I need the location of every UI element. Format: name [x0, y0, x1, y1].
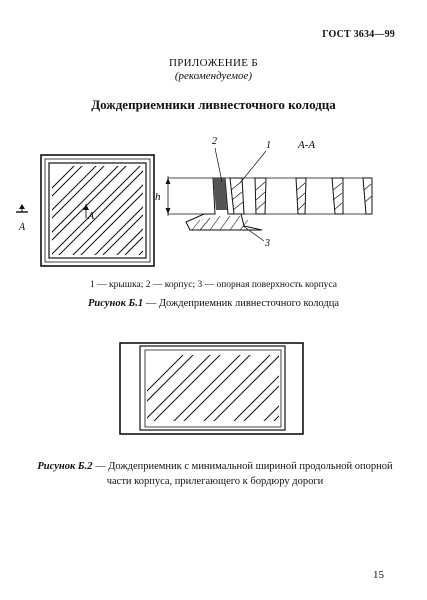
section-heading: Дождеприемники ливнесточного колодца	[91, 97, 336, 112]
grate-slots-2	[147, 355, 279, 421]
standard-number: ГОСТ 3634—99	[322, 29, 395, 40]
section-label: А-А	[297, 139, 315, 151]
appendix-status: (рекомендуемое)	[174, 70, 253, 82]
grate-plan-view-2	[119, 342, 304, 435]
figure1-caption-text: — Дождеприемник ливнесточного колодца	[143, 298, 339, 309]
housing-hatch	[191, 215, 249, 231]
cut-marker-inner: А	[87, 211, 95, 222]
figure1-caption: Рисунок Б.1 — Дождеприемник ливнесточног…	[0, 298, 427, 309]
section-view: А-А h	[155, 136, 373, 249]
cover-bars	[229, 177, 373, 215]
cut-marker-outer: А	[18, 222, 26, 233]
figure2-caption: Рисунок Б.2 — Дождеприемник с минимально…	[30, 459, 400, 489]
figure2-caption-label: Рисунок Б.2	[37, 461, 93, 472]
figure2-caption-text: — Дождеприемник с минимальной шириной пр…	[92, 461, 393, 487]
callout-1: 1	[266, 140, 271, 151]
appendix-title: ПРИЛОЖЕНИЕ Б	[169, 57, 258, 69]
cover-hatch	[230, 181, 373, 211]
grate-slots	[52, 166, 143, 255]
figure1-legend: 1 — крышка; 2 — корпус; 3 — опорная пове…	[90, 280, 337, 290]
callout-3: 3	[264, 238, 270, 249]
callout-2: 2	[212, 136, 217, 147]
dimension-h: h	[155, 191, 161, 203]
page-number: 15	[373, 569, 384, 581]
figure1-caption-label: Рисунок Б.1	[88, 298, 144, 309]
grate-plan-view: А А	[16, 154, 155, 267]
